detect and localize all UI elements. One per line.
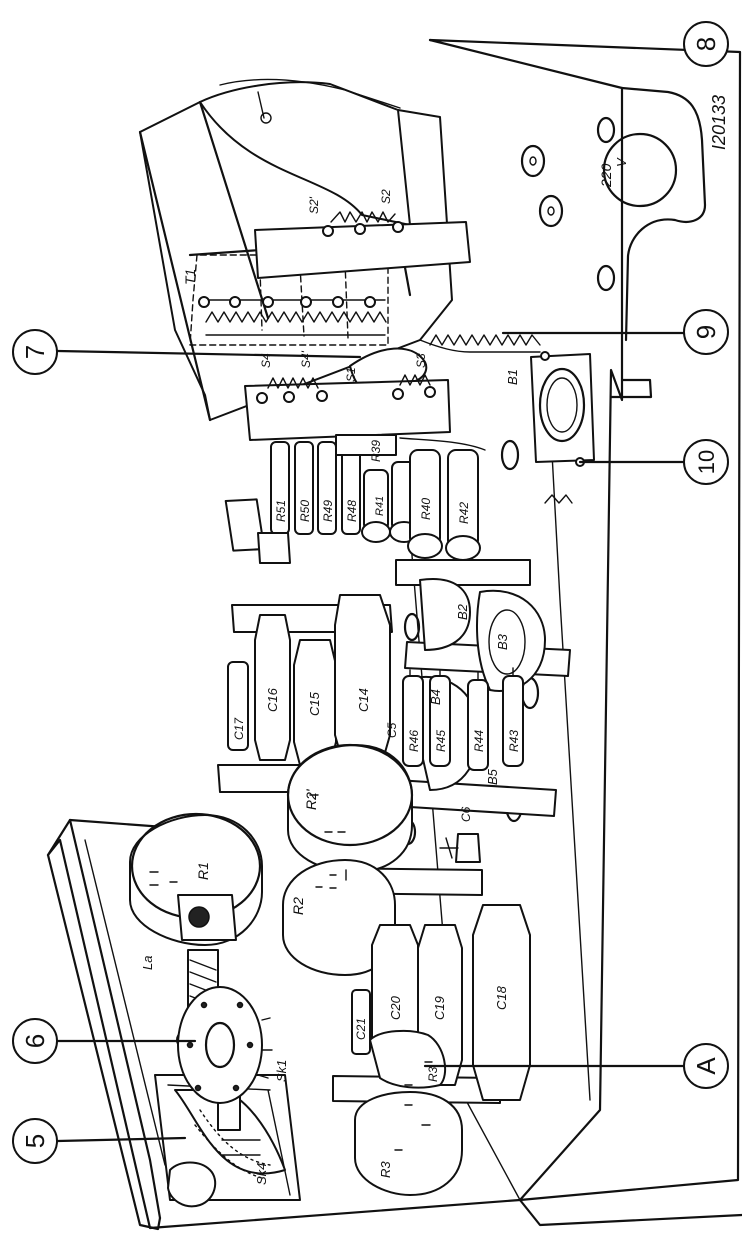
label-b5: B5 — [485, 768, 500, 785]
label-r44: R44 — [472, 730, 486, 752]
label-r50: R50 — [298, 500, 312, 522]
label-r3-upper: R3 — [426, 1066, 440, 1082]
callout-7: 7 — [12, 329, 58, 375]
callout-7-label: 7 — [20, 345, 50, 359]
wave-switch: Sk1 Sk4 — [154, 986, 301, 1208]
callout-5: 5 — [12, 1118, 58, 1164]
label-r40: R40 — [419, 498, 433, 520]
callout-10-label: 10 — [694, 450, 719, 474]
callout-5-label: 5 — [20, 1134, 50, 1148]
voltage-unit: V — [614, 157, 629, 167]
callouts: 5 6 A 7 8 9 10 — [12, 21, 729, 1164]
transformer-t1: T1 — [138, 78, 541, 441]
coil-b1: B1 — [505, 351, 595, 504]
label-b1: B1 — [505, 369, 520, 385]
callout-a: A — [683, 1043, 729, 1089]
callout-6: 6 — [12, 1018, 58, 1064]
label-sk4: Sk4 — [254, 1163, 269, 1185]
drawing-number: I20133 — [709, 95, 729, 150]
label-c21: C21 — [354, 1018, 368, 1040]
label-c6: C6 — [459, 806, 473, 822]
callout-8-label: 8 — [691, 37, 721, 51]
capacitor-c6: C6 — [439, 806, 481, 863]
label-r49: R49 — [321, 500, 335, 522]
callout-a-label: A — [691, 1057, 721, 1075]
label-la: La — [140, 956, 155, 970]
label-c14: C14 — [356, 688, 371, 712]
label-c18: C18 — [494, 985, 509, 1010]
label-c16: C16 — [265, 687, 280, 712]
label-c15: C15 — [307, 691, 322, 716]
label-t1: T1 — [182, 269, 198, 285]
label-r2-prime: R2' — [303, 788, 319, 810]
label-b3: B3 — [495, 633, 510, 650]
label-r43: R43 — [507, 730, 521, 752]
label-c5: C5 — [385, 722, 399, 738]
label-c19: C19 — [432, 996, 447, 1020]
voltage-selector: 220 V — [598, 132, 678, 208]
label-r3-lower: R3 — [378, 1161, 393, 1178]
label-b4: B4 — [428, 689, 443, 705]
callout-6-label: 6 — [20, 1034, 50, 1048]
voltage-label: 220 — [598, 163, 614, 188]
callout-8: 8 — [683, 21, 729, 67]
label-r1: R1 — [195, 862, 211, 880]
label-r51: R51 — [274, 500, 288, 522]
capacitors-lower: C21 C20 C19 C18 R3 R3 — [351, 904, 531, 1196]
label-c20: C20 — [388, 995, 403, 1020]
label-r41: R41 — [374, 496, 386, 516]
label-s3: S3 — [414, 353, 428, 368]
label-r42: R42 — [457, 502, 471, 524]
label-r2: R2 — [290, 897, 306, 915]
label-r45: R45 — [434, 730, 448, 752]
resistor-bank: R51 R50 R49 R48 R39 R41 R40 R42 — [224, 434, 486, 561]
callout-10: 10 — [683, 439, 729, 485]
coils-b2-b3: B2 B3 — [419, 578, 546, 692]
capacitors-upper: C17 C16 C15 C14 — [227, 594, 401, 793]
callout-9-label: 9 — [691, 325, 721, 339]
label-c17: C17 — [232, 717, 246, 740]
switch-labels: S2' S2 S4 S4' S1 S3 — [259, 189, 428, 382]
label-r46: R46 — [407, 730, 421, 752]
label-sk1: Sk1 — [274, 1060, 289, 1082]
label-s4: S4 — [259, 353, 273, 368]
callout-9: 9 — [683, 309, 729, 355]
label-s4-prime: S4' — [299, 350, 313, 368]
label-s1: S1 — [344, 367, 358, 382]
label-r39: R39 — [369, 440, 383, 462]
resistors-lower: C5 R46 B4 R45 R44 B5 R43 — [385, 667, 524, 791]
label-r48: R48 — [345, 500, 359, 522]
label-b2: B2 — [455, 603, 470, 620]
label-s2: S2 — [379, 189, 393, 204]
label-s2-prime: S2' — [307, 196, 321, 214]
